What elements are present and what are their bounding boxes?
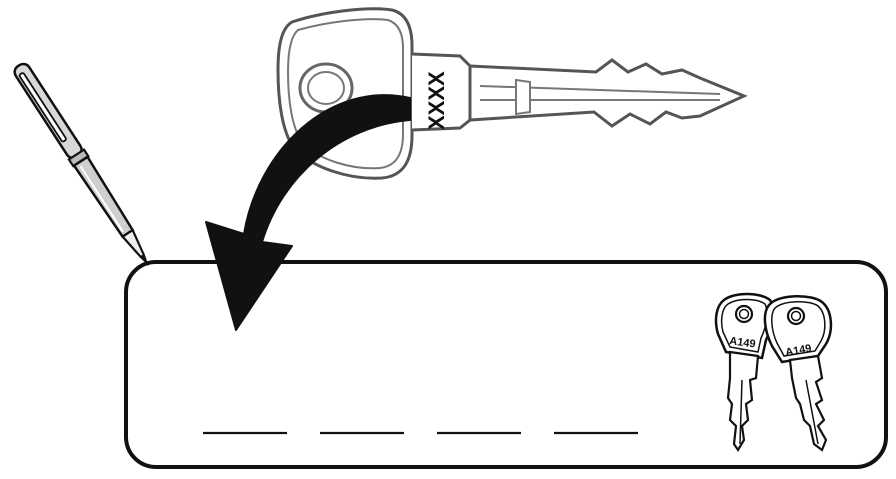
big-key-code: XXXX: [424, 71, 449, 130]
pen-icon: [11, 61, 156, 270]
big-key-icon: XXXX: [278, 9, 744, 178]
